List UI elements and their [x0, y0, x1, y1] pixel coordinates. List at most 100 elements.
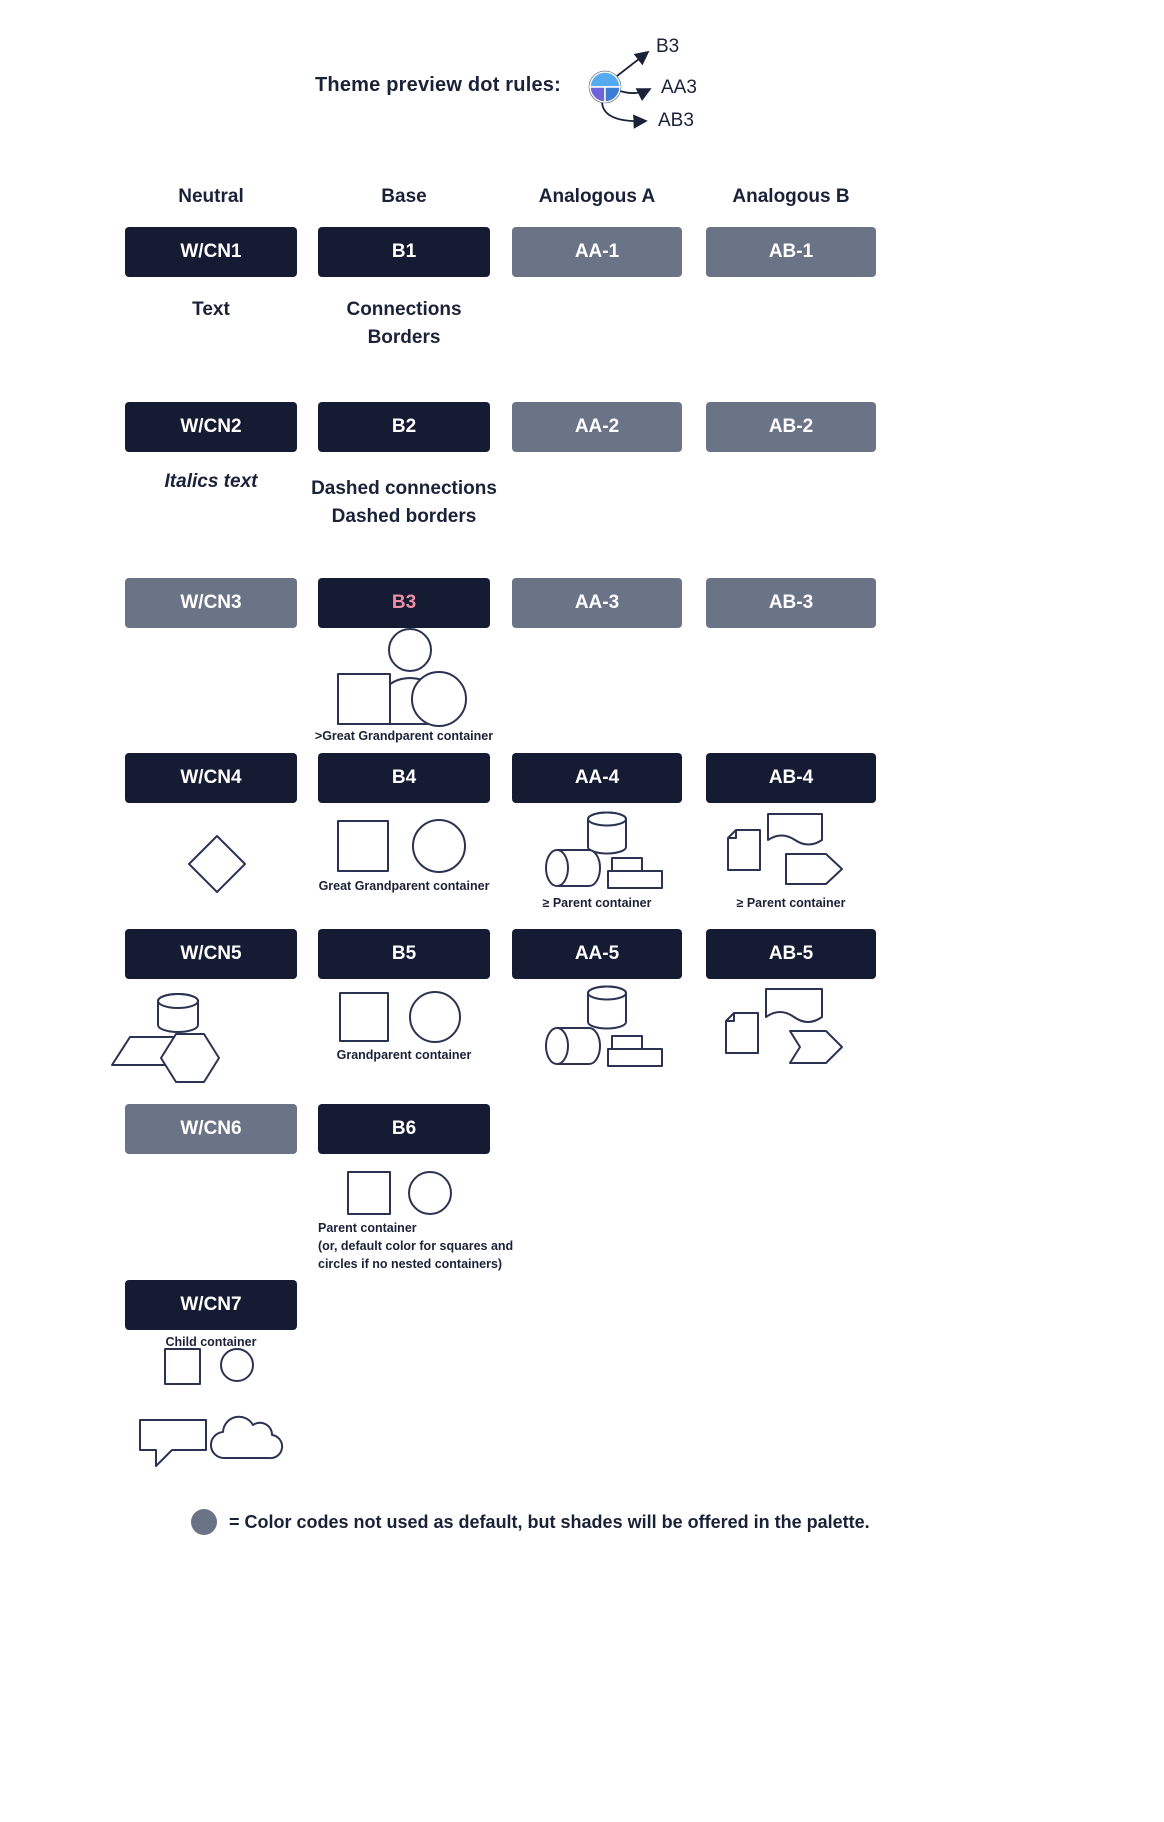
- square-icon: [347, 1171, 391, 1215]
- swatch-aa2-label: AA-2: [574, 416, 620, 437]
- swatch-aa4-label: AA-4: [574, 767, 620, 788]
- caption-b4: Great Grandparent container: [318, 879, 490, 893]
- caption-b2: Dashed connections Dashed borders: [298, 475, 510, 531]
- swatch-wcn5-label: W/CN5: [180, 943, 242, 964]
- folded-corner-icon: [728, 830, 737, 839]
- caption-b1-line1: Connections: [346, 299, 462, 320]
- swatch-b1-label: B1: [391, 241, 417, 262]
- caption-b3: >Great Grandparent container: [314, 729, 494, 743]
- swatch-ab5-label: AB-5: [768, 943, 814, 964]
- horizontal-cylinder-icon: [545, 1027, 601, 1065]
- swatch-b6-label: B6: [391, 1118, 417, 1139]
- swatch-aa5: AA-5: [512, 929, 682, 979]
- column-header-base: Base: [381, 186, 427, 207]
- slate-dot-icon: [191, 1509, 217, 1535]
- swatch-aa1: AA-1: [512, 227, 682, 277]
- circle-icon: [412, 819, 466, 873]
- square-icon: [337, 820, 389, 872]
- swatch-wcn1-label: W/CN1: [180, 241, 242, 262]
- swatch-wcn6: W/CN6: [125, 1104, 297, 1154]
- hexagon-icon: [160, 1033, 220, 1083]
- b6-shapes: [347, 1171, 452, 1215]
- cylinder-icon: [157, 993, 199, 1033]
- swatch-ab1: AB-1: [706, 227, 876, 277]
- cylinder-top-icon: [157, 993, 199, 1009]
- wide-rect-icon: [607, 1048, 663, 1067]
- theme-dot-diagram: [588, 50, 652, 129]
- caption-wcn2: Italics text: [164, 471, 258, 492]
- swatch-wcn7-label: W/CN7: [180, 1294, 242, 1315]
- circle-icon: [409, 991, 461, 1043]
- caption-aa4: ≥ Parent container: [542, 896, 652, 910]
- arrow-to-b3: [616, 50, 650, 77]
- speech-bubble-icon: [139, 1419, 207, 1467]
- swatch-b3-label: B3: [391, 592, 417, 613]
- cylinder-icon: [587, 811, 627, 855]
- swatch-ab5: AB-5: [706, 929, 876, 979]
- cloud-icon: [210, 1415, 284, 1460]
- theme-preview-dot-icon: [588, 70, 622, 104]
- swatch-ab3: AB-3: [706, 578, 876, 628]
- ab4-shapes: [727, 813, 843, 885]
- caption-b1-line2: Borders: [367, 327, 441, 348]
- square-icon: [164, 1348, 201, 1385]
- swatch-b5-label: B5: [391, 943, 417, 964]
- arrow-to-aa3: [619, 88, 652, 102]
- wcn7-shapes: [164, 1348, 254, 1385]
- caption-b6-line2: (or, default color for squares and circl…: [318, 1239, 514, 1271]
- column-header-analogous-b: Analogous B: [732, 186, 850, 207]
- swatch-aa3-label: AA-3: [574, 592, 620, 613]
- swatch-ab1-label: AB-1: [768, 241, 814, 262]
- circle-icon: [408, 1171, 452, 1215]
- chevron-icon: [789, 1030, 843, 1064]
- footer-note: = Color codes not used as default, but s…: [229, 1512, 870, 1532]
- square-icon: [337, 673, 391, 725]
- swatch-ab4-label: AB-4: [768, 767, 814, 788]
- swatch-wcn4: W/CN4: [125, 753, 297, 803]
- swatch-wcn6-label: W/CN6: [180, 1118, 242, 1139]
- folded-document-icon: [725, 1012, 759, 1054]
- swatch-ab3-label: AB-3: [768, 592, 814, 613]
- swatch-wcn2-label: W/CN2: [180, 416, 242, 437]
- folded-corner-icon: [726, 1013, 735, 1022]
- horizontal-cylinder-icon: [545, 849, 601, 887]
- dot-label-ab3: AB3: [658, 110, 694, 131]
- circle-icon: [220, 1348, 254, 1382]
- swatch-b5: B5: [318, 929, 490, 979]
- swatch-ab2: AB-2: [706, 402, 876, 452]
- swatch-aa4: AA-4: [512, 753, 682, 803]
- b5-shapes: [339, 991, 461, 1043]
- wavy-flag-icon: [765, 988, 823, 1023]
- caption-wcn1: Text: [192, 299, 230, 320]
- arrow-to-ab3: [601, 101, 648, 129]
- arrow-pentagon-icon: [785, 853, 843, 885]
- swatch-wcn5: W/CN5: [125, 929, 297, 979]
- swatch-b1: B1: [318, 227, 490, 277]
- swatch-b4-label: B4: [391, 767, 417, 788]
- caption-b6: Parent container (or, default color for …: [318, 1219, 543, 1273]
- caption-b2-line2: Dashed borders: [331, 506, 477, 527]
- swatch-aa3: AA-3: [512, 578, 682, 628]
- caption-ab4: ≥ Parent container: [736, 896, 846, 910]
- cylinder-top-icon: [587, 985, 627, 1001]
- swatch-b2-label: B2: [391, 416, 417, 437]
- wcn5-shapes: [111, 993, 220, 1083]
- ab5-shapes: [725, 988, 843, 1064]
- wcn7-extra-shapes: [139, 1415, 284, 1467]
- horizontal-cylinder-cap-icon: [556, 1027, 569, 1065]
- caption-b6-line1: Parent container: [318, 1221, 417, 1235]
- swatch-aa1-label: AA-1: [574, 241, 620, 262]
- caption-wcn7: Child container: [165, 1335, 257, 1349]
- person-head-icon: [388, 628, 432, 672]
- dot-label-aa3: AA3: [661, 77, 697, 98]
- column-header-neutral: Neutral: [178, 186, 244, 207]
- aa5-shapes: [545, 985, 663, 1067]
- caption-b2-line1: Dashed connections: [311, 478, 497, 499]
- swatch-aa5-label: AA-5: [574, 943, 620, 964]
- caption-b1: Connections Borders: [308, 296, 500, 352]
- square-icon: [339, 992, 389, 1042]
- caption-b5: Grandparent container: [336, 1048, 472, 1062]
- swatch-b4: B4: [318, 753, 490, 803]
- page-title: Theme preview dot rules:: [315, 74, 561, 96]
- diamond-icon: [188, 835, 246, 893]
